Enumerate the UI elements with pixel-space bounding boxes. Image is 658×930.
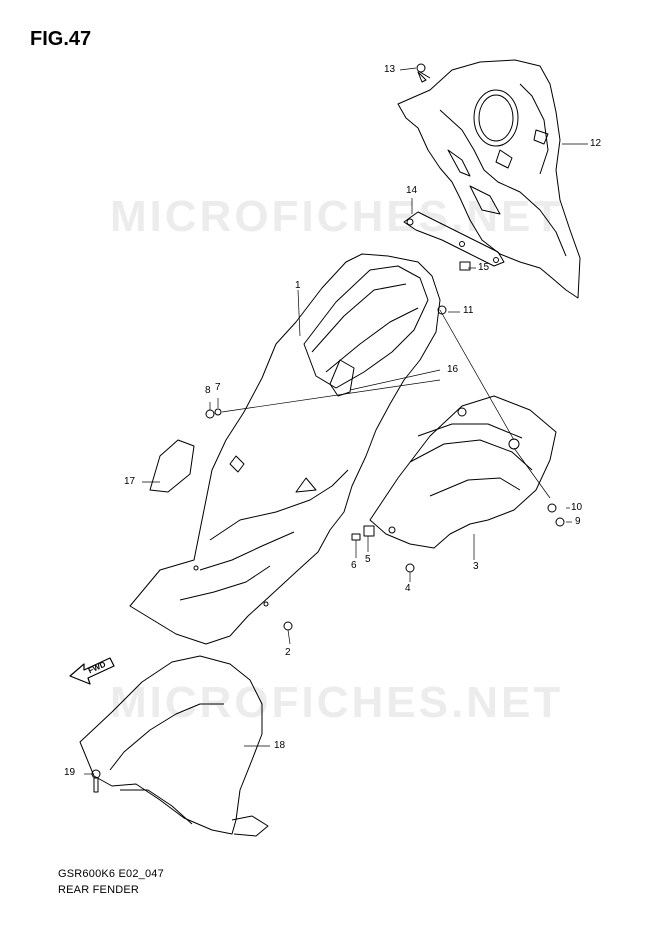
bolt-9-drawing bbox=[555, 517, 565, 527]
callout-16: 16 bbox=[447, 364, 459, 375]
watermark-top: MICROFICHES.NET bbox=[110, 192, 564, 241]
nut-10-drawing bbox=[547, 503, 557, 513]
callout-1: 1 bbox=[295, 280, 301, 291]
callout-6: 6 bbox=[351, 560, 357, 571]
callout-7: 7 bbox=[215, 382, 221, 393]
callout-11: 11 bbox=[463, 305, 474, 316]
callout-2: 2 bbox=[285, 647, 291, 658]
figure-caption: REAR FENDER bbox=[58, 884, 140, 896]
bracket-drawing bbox=[403, 211, 505, 267]
callout-18: 18 bbox=[274, 740, 286, 751]
leader-lines bbox=[84, 67, 588, 775]
figure-code: GSR600K6 E02_047 bbox=[58, 868, 164, 880]
bolt-6-drawing bbox=[351, 533, 361, 541]
bolt-13-drawing bbox=[416, 63, 427, 83]
callout-9: 9 bbox=[575, 516, 581, 527]
callout-8: 8 bbox=[205, 385, 211, 396]
washer-8-drawing bbox=[205, 409, 215, 419]
side-panel-17-drawing bbox=[149, 439, 195, 493]
bolt-2-drawing bbox=[283, 621, 293, 631]
callout-19: 19 bbox=[64, 767, 76, 778]
washer-7-drawing bbox=[214, 408, 222, 416]
inner-fender-drawing bbox=[369, 395, 557, 549]
figure-title: FIG.47 bbox=[30, 28, 92, 50]
callout-17: 17 bbox=[124, 476, 136, 487]
forward-arrow-icon bbox=[69, 657, 115, 685]
callout-12: 12 bbox=[590, 138, 602, 149]
callout-15: 15 bbox=[478, 262, 490, 273]
nut-15-drawing bbox=[459, 261, 471, 271]
callout-13: 13 bbox=[384, 64, 396, 75]
tail-cover-drawing bbox=[397, 59, 581, 299]
front-fender-drawing bbox=[79, 655, 269, 837]
callout-14: 14 bbox=[406, 185, 418, 196]
nut-5-drawing bbox=[363, 525, 375, 537]
callout-3: 3 bbox=[473, 561, 479, 572]
rear-fender-drawing bbox=[129, 253, 441, 645]
bolt-4-drawing bbox=[405, 563, 415, 573]
watermark-bottom: MICROFICHES.NET bbox=[110, 678, 564, 727]
callout-4: 4 bbox=[405, 583, 411, 594]
callout-5: 5 bbox=[365, 554, 371, 565]
callout-10: 10 bbox=[571, 502, 583, 513]
